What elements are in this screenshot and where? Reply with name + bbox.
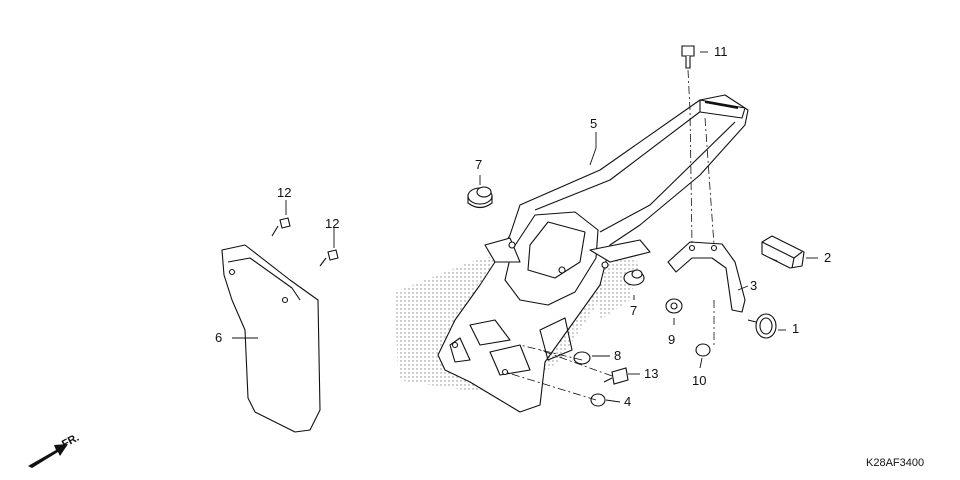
callout-12-right: 12 bbox=[325, 216, 340, 231]
front-direction-arrow bbox=[28, 444, 68, 468]
callout-3: 3 bbox=[750, 278, 758, 293]
alignment-lines bbox=[504, 69, 781, 401]
bracket bbox=[667, 241, 746, 313]
callout-12-left: 12 bbox=[277, 185, 292, 200]
plate bbox=[761, 235, 805, 269]
leader-lines bbox=[232, 51, 818, 403]
callout-2: 2 bbox=[824, 250, 832, 265]
callout-13: 13 bbox=[644, 366, 659, 381]
callout-8: 8 bbox=[614, 348, 622, 363]
callout-5: 5 bbox=[590, 116, 598, 131]
callout-9: 9 bbox=[668, 332, 676, 347]
hardware bbox=[271, 45, 711, 407]
rear-fender bbox=[437, 94, 749, 413]
grommet-upper bbox=[467, 186, 493, 209]
callout-1: 1 bbox=[792, 321, 800, 336]
callout-11: 11 bbox=[714, 44, 728, 59]
diagram-code: K28AF3400 bbox=[866, 457, 925, 469]
callout-4: 4 bbox=[624, 394, 632, 409]
callout-10: 10 bbox=[692, 373, 707, 388]
grommet-right bbox=[623, 269, 645, 286]
callout-7-right: 7 bbox=[630, 303, 638, 318]
callout-7-upper: 7 bbox=[475, 157, 483, 172]
callout-6: 6 bbox=[215, 330, 223, 345]
reflector bbox=[747, 313, 777, 339]
mud-guard bbox=[221, 244, 321, 433]
